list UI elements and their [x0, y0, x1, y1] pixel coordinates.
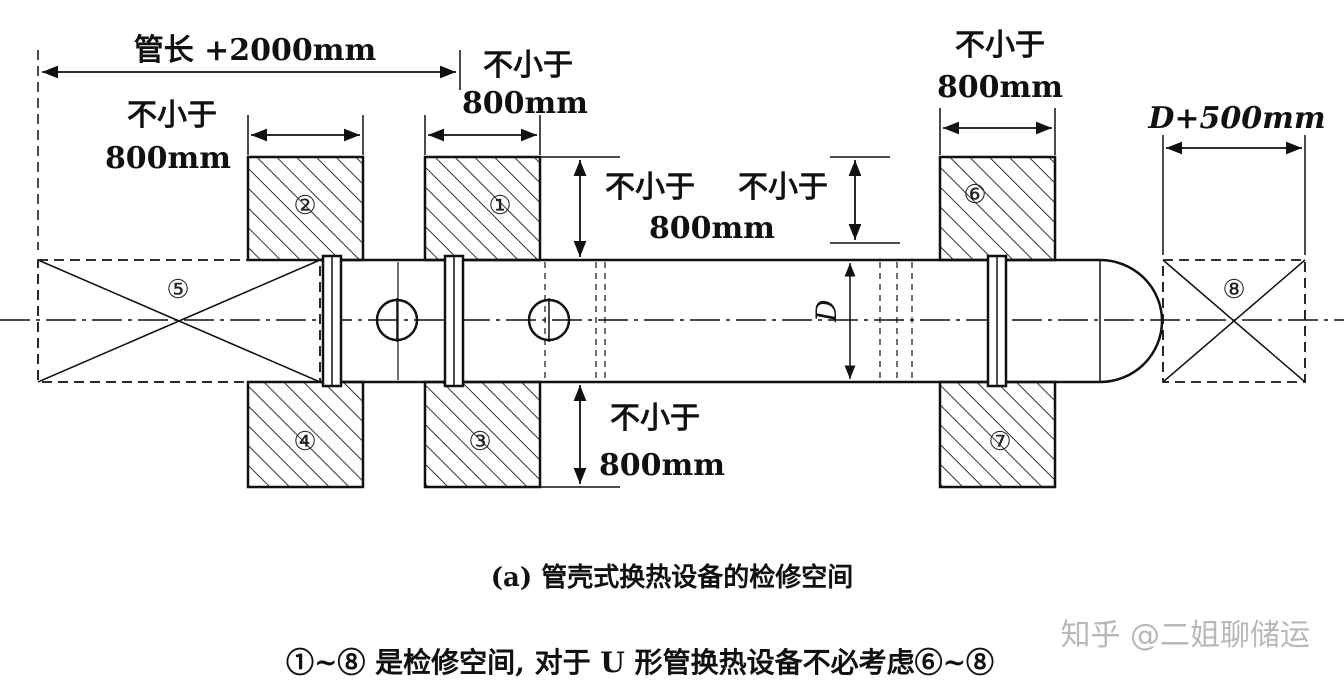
zone-8-label: ⑧	[1222, 275, 1245, 305]
zone-6-label: ⑥	[963, 180, 986, 210]
dim-800-label-4: 800mm	[599, 448, 725, 483]
flange-left	[321, 254, 343, 388]
zone-2-label: ②	[293, 191, 316, 221]
zone-7-label: ⑦	[988, 427, 1011, 457]
zone-3-label: ③	[468, 427, 491, 457]
zone-6-block	[938, 155, 1057, 262]
nozzle-2-icon	[527, 298, 571, 342]
not-less-than-label-1: 不小于	[483, 48, 573, 83]
d-plus-500-label: D+500mm	[1147, 101, 1325, 136]
zone-3-block	[423, 380, 542, 489]
zone-5-label: ⑤	[166, 275, 189, 305]
zone-1-label: ①	[488, 191, 511, 221]
not-less-than-label-4: 不小于	[738, 170, 828, 205]
zone-5-area	[37, 259, 321, 383]
diameter-label: D	[810, 300, 843, 323]
flange-middle	[443, 254, 465, 388]
flange-right	[986, 254, 1008, 388]
nozzle-1-icon	[375, 298, 419, 342]
dim-800-label-3: 800mm	[649, 211, 775, 246]
dim-800-label-2: 800mm	[105, 141, 231, 176]
figure-caption: (a) 管壳式换热设备的检修空间	[491, 562, 854, 593]
dim-800-label-1: 800mm	[462, 86, 588, 121]
watermark: 知乎 @二姐聊储运	[1060, 618, 1310, 653]
diameter-dimension: D	[810, 263, 856, 379]
zone-4-label: ④	[293, 427, 316, 457]
dim-800-label-6: 800mm	[937, 70, 1063, 105]
not-less-than-label-6: 不小于	[955, 28, 1045, 63]
not-less-than-label-3: 不小于	[605, 170, 695, 205]
zone-7-block	[938, 380, 1057, 489]
zone-4-block	[246, 380, 365, 489]
zone-2-block	[246, 155, 365, 262]
not-less-than-label-5: 不小于	[610, 401, 700, 436]
figure-note: ①~⑧ 是检修空间, 对于 U 形管换热设备不必考虑⑥~⑧	[286, 646, 994, 679]
tube-length-label: 管长 +2000mm	[134, 33, 377, 68]
zone-1-block	[423, 155, 542, 262]
not-less-than-label-2: 不小于	[127, 98, 217, 133]
